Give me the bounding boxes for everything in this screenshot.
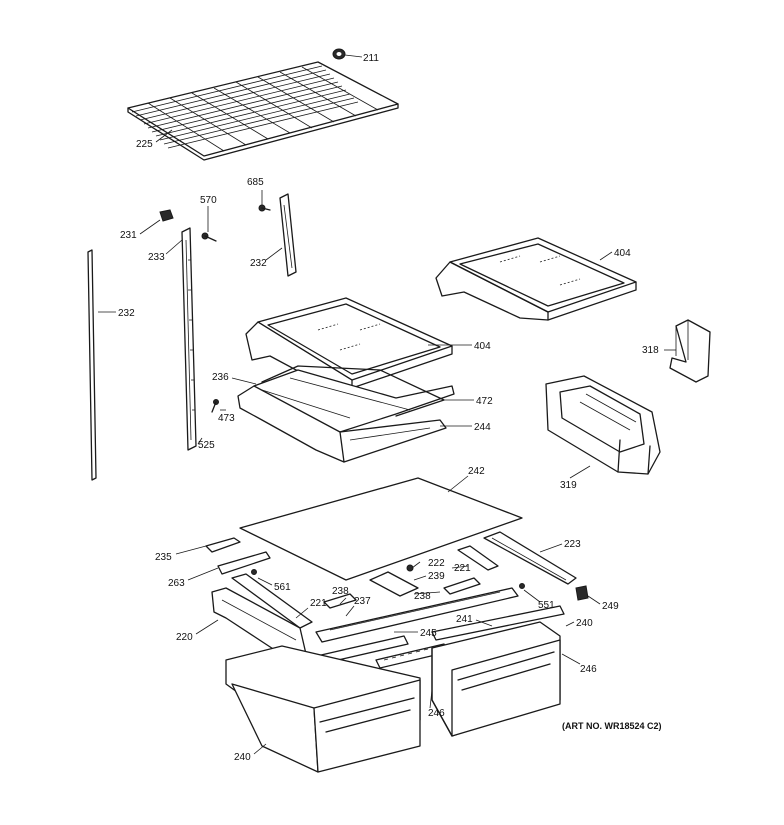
label-473: 473 bbox=[218, 413, 235, 424]
label-245: 245 bbox=[420, 628, 437, 639]
part-240-crisper-drawer-left bbox=[225, 645, 421, 773]
part-318-bracket bbox=[669, 319, 711, 383]
part-404-glass-shelf-middle bbox=[245, 297, 453, 389]
part-222-clip bbox=[406, 564, 414, 572]
label-244: 244 bbox=[474, 422, 491, 433]
label-472: 472 bbox=[476, 396, 493, 407]
part-263-rail bbox=[217, 551, 271, 575]
label-404-right: 404 bbox=[614, 248, 631, 259]
label-221-left: 221 bbox=[310, 598, 327, 609]
label-231: 231 bbox=[120, 230, 137, 241]
label-238-left: 238 bbox=[332, 586, 349, 597]
part-number-labels: 211 225 685 570 231 233 232 232 404 318 … bbox=[118, 53, 662, 763]
label-570: 570 bbox=[200, 195, 217, 206]
label-241: 241 bbox=[456, 614, 473, 625]
label-220: 220 bbox=[176, 632, 193, 643]
label-221-right: 221 bbox=[454, 563, 471, 574]
label-246-right: 246 bbox=[580, 664, 597, 675]
part-221-rail-left bbox=[231, 573, 313, 629]
part-239-bracket bbox=[369, 571, 419, 597]
label-222: 222 bbox=[428, 558, 445, 569]
part-233-shelf-rail bbox=[181, 227, 197, 451]
part-404-glass-shelf-right bbox=[435, 237, 637, 321]
part-223-right-rail bbox=[483, 531, 577, 585]
label-236: 236 bbox=[212, 372, 229, 383]
label-404-middle: 404 bbox=[474, 341, 491, 352]
part-211-knob bbox=[332, 48, 346, 60]
part-237-long-rail bbox=[315, 587, 519, 643]
label-551: 551 bbox=[538, 600, 555, 611]
part-685-screw bbox=[258, 204, 271, 212]
part-221-rail-right bbox=[457, 545, 499, 571]
part-225-wire-shelf bbox=[127, 61, 399, 161]
label-211: 211 bbox=[363, 53, 379, 64]
label-318: 318 bbox=[642, 345, 659, 356]
part-561-screw bbox=[251, 569, 257, 575]
label-238-right: 238 bbox=[414, 591, 431, 602]
label-240-right: 240 bbox=[576, 618, 593, 629]
label-242: 242 bbox=[468, 466, 485, 477]
part-319-cover-frame bbox=[545, 375, 661, 475]
label-232-top: 232 bbox=[250, 258, 267, 269]
label-235: 235 bbox=[155, 552, 172, 563]
part-235-rail bbox=[205, 537, 241, 553]
part-231-clip bbox=[159, 209, 174, 222]
part-249-hinge bbox=[575, 585, 589, 601]
label-240-left: 240 bbox=[234, 752, 251, 763]
label-685: 685 bbox=[247, 177, 264, 188]
part-473-screw bbox=[211, 399, 219, 413]
part-238-bracket-right bbox=[443, 577, 481, 595]
part-570-screw bbox=[201, 232, 217, 242]
leader-lines bbox=[98, 54, 676, 755]
part-242-glass-cover bbox=[239, 477, 523, 581]
label-239: 239 bbox=[428, 571, 445, 582]
part-551-screw bbox=[519, 583, 525, 589]
part-244-drawer-frame bbox=[237, 365, 455, 463]
label-319: 319 bbox=[560, 480, 577, 491]
label-225: 225 bbox=[136, 139, 153, 150]
label-246-center: 246 bbox=[428, 708, 445, 719]
part-240-crisper-drawer-right bbox=[431, 621, 561, 737]
label-237: 237 bbox=[354, 596, 371, 607]
part-241-front-rail bbox=[431, 605, 565, 641]
label-223: 223 bbox=[564, 539, 581, 550]
label-249: 249 bbox=[602, 601, 619, 612]
art-number: (ART NO. WR18524 C2) bbox=[562, 721, 662, 731]
part-238-bracket-left bbox=[323, 593, 357, 609]
label-525: 525 bbox=[198, 440, 215, 451]
label-232-left: 232 bbox=[118, 308, 135, 319]
part-232-thin-rail bbox=[87, 249, 97, 481]
label-233: 233 bbox=[148, 252, 165, 263]
label-561: 561 bbox=[274, 582, 291, 593]
label-263: 263 bbox=[168, 578, 185, 589]
part-232-short-rail bbox=[279, 193, 297, 277]
